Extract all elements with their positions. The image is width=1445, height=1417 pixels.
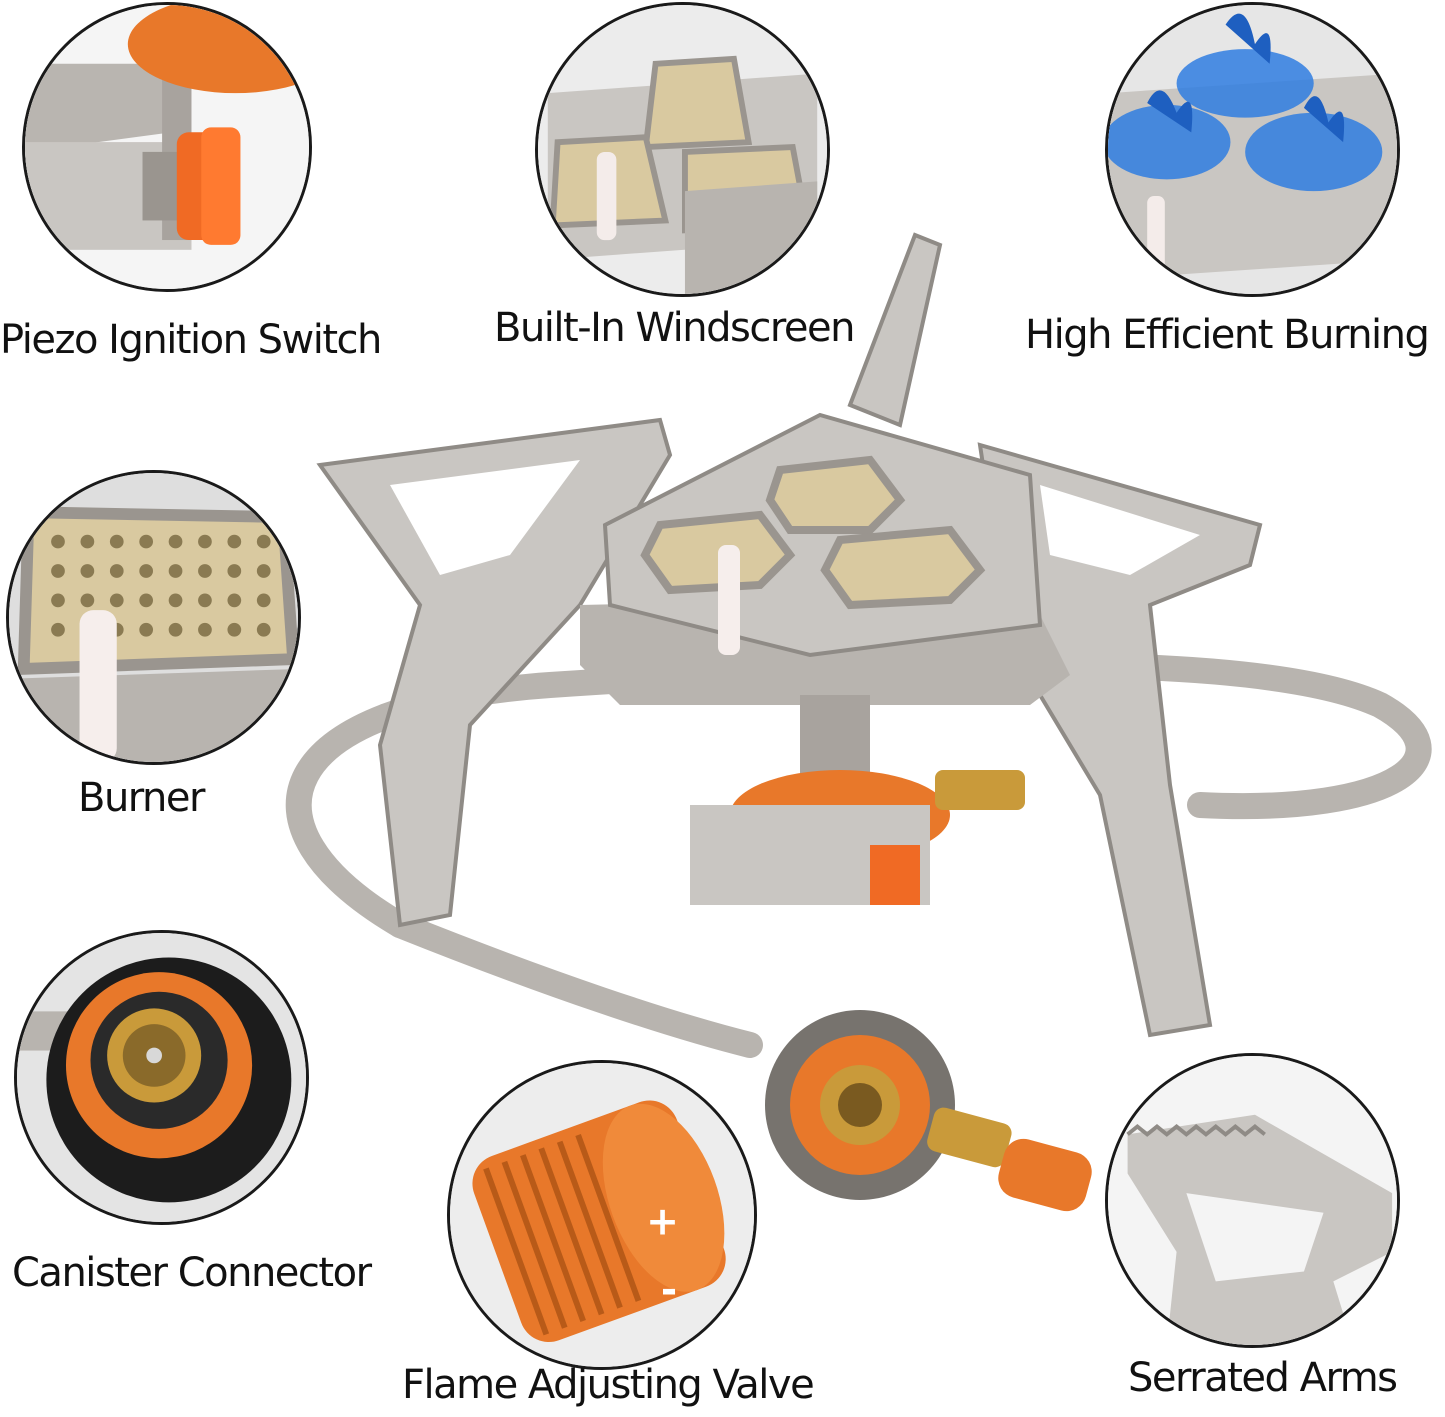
valve-plus-mark: + [646,1200,679,1245]
valve-minus-mark: - [661,1268,677,1313]
windscreen-label: Built-In Windscreen [494,305,856,351]
valve-callout-circle: + - [447,1060,757,1370]
stove-main-illustration [250,225,1445,1255]
burner-label: Burner [78,775,205,821]
arms-callout-circle [1105,1053,1400,1348]
windscreen-callout-circle [535,2,830,297]
serrated-arm-icon [1108,1056,1397,1345]
arms-label: Serrated Arms [1128,1355,1398,1401]
camping-stove-icon [285,232,1432,1212]
burning-callout-circle [1105,2,1400,297]
windscreen-icon [538,5,827,294]
valve-label: Flame Adjusting Valve [402,1362,815,1408]
burner-plate-icon [9,473,298,762]
canister-callout-circle [14,930,309,1225]
burner-callout-circle [6,470,301,765]
burning-label: High Efficient Burning [1025,312,1430,358]
piezo-callout-circle [22,2,312,292]
canister-label: Canister Connector [12,1250,372,1296]
blue-flame-icon [1108,5,1397,294]
canister-connector-icon [17,933,306,1222]
piezo-label: Piezo Ignition Switch [0,317,382,363]
piezo-switch-icon [25,5,309,289]
valve-knob-icon: + - [450,1063,754,1367]
